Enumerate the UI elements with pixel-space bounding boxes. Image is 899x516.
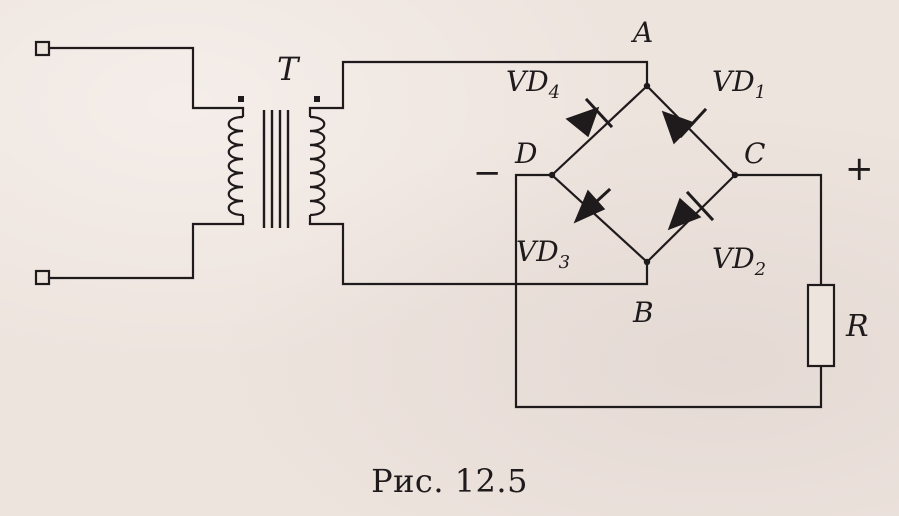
transformer-core: [262, 110, 290, 228]
load-resistor: [806, 283, 836, 368]
primary-wire-top: [47, 46, 245, 110]
edge-a-c: [645, 84, 737, 177]
edge-d-b: [550, 173, 649, 264]
polarity-plus: +: [845, 149, 874, 189]
diode-vd1-label: VD1: [712, 65, 766, 103]
primary-winding: [227, 108, 245, 224]
node-a-label: A: [630, 16, 653, 49]
secondary-dot-marker: [314, 96, 320, 102]
secondary-winding: [308, 108, 326, 224]
secondary-wire-to-a: [308, 60, 649, 110]
diode-vd3: [573, 187, 612, 224]
primary-dot-marker: [238, 96, 244, 102]
node-b-dot: [643, 258, 651, 266]
output-wire-positive: [733, 173, 823, 287]
primary-wire-bottom: [47, 222, 245, 280]
diode-vd4: [565, 97, 614, 138]
input-terminal-top: [34, 40, 51, 57]
polarity-minus: −: [473, 153, 502, 193]
diode-vd2: [667, 190, 715, 231]
node-d-label: D: [514, 137, 537, 170]
transformer-label: T: [277, 50, 301, 88]
input-terminal-bottom: [34, 269, 51, 286]
node-c-label: C: [744, 137, 765, 170]
figure-caption: Рис. 12.5: [371, 462, 528, 500]
diode-vd3-label: VD3: [516, 235, 570, 273]
edge-a-d: [550, 84, 649, 177]
output-wire-negative: [514, 173, 823, 409]
node-a-dot: [643, 82, 651, 90]
diode-vd1: [661, 107, 708, 145]
diode-vd4-label: VD4: [506, 65, 560, 103]
diode-vd2-label: VD2: [712, 242, 766, 280]
secondary-wire-to-b: [308, 222, 649, 286]
node-b-label: B: [632, 296, 654, 329]
resistor-label: R: [845, 309, 869, 344]
